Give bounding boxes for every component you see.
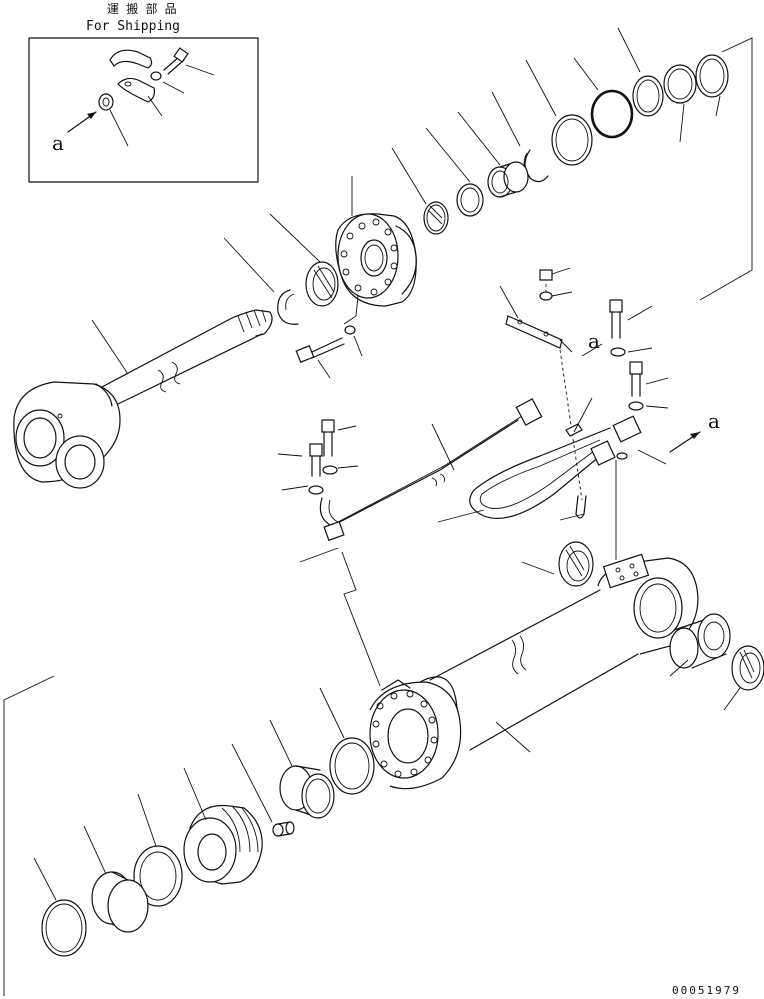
shipping-title-jp: 運 搬 部 品 xyxy=(107,1,177,16)
snap-ring-rod xyxy=(277,289,299,325)
hose-bracket xyxy=(505,315,563,349)
snap-ring-upper xyxy=(524,149,549,183)
tube-flange xyxy=(341,551,462,790)
pipe-flange-upper xyxy=(515,398,543,426)
shipping-box: 運 搬 部 品 For Shipping a xyxy=(28,1,259,183)
grouping-lines xyxy=(3,37,753,996)
tube-bushing xyxy=(558,541,594,587)
backup-ring-large xyxy=(551,114,593,166)
cushion-ring xyxy=(329,737,375,795)
clamp-half-upper xyxy=(109,49,153,69)
piston-rod xyxy=(13,213,339,489)
view-a-label-box: a xyxy=(52,131,64,155)
bolts-right xyxy=(609,299,669,411)
view-a-label-right: a xyxy=(708,409,720,433)
piston-pin xyxy=(272,823,284,837)
shipping-nut xyxy=(150,71,162,81)
head-bolt xyxy=(295,337,345,379)
pipe-assembly: a a xyxy=(299,329,720,563)
hose-bracket-group xyxy=(499,267,583,501)
drawing-number: 00051979 xyxy=(672,984,741,997)
tube-port-block xyxy=(602,553,650,589)
shipping-title-en: For Shipping xyxy=(86,19,180,34)
piston-seal xyxy=(41,899,87,957)
hose-flange xyxy=(590,440,616,466)
shipping-box-frame xyxy=(28,37,259,183)
bolts-left xyxy=(277,419,359,495)
loop-hose xyxy=(469,427,611,519)
piston-group xyxy=(33,687,375,957)
hose-block xyxy=(612,415,642,443)
wear-ring xyxy=(133,845,183,907)
end-seal xyxy=(731,645,764,691)
shipping-washer xyxy=(98,93,114,111)
end-bushing xyxy=(669,627,699,669)
ring-1 xyxy=(695,54,729,98)
bracket-nut xyxy=(539,269,553,281)
o-ring-large xyxy=(590,89,634,139)
cylinder-head xyxy=(335,176,417,357)
cylinder-tube xyxy=(419,541,764,753)
head-seals-row xyxy=(391,27,729,235)
bracket-washer xyxy=(539,291,553,301)
head-washer xyxy=(344,325,356,335)
ring-3 xyxy=(632,75,664,117)
shipping-bolt xyxy=(173,47,189,63)
pipe-flange-lower xyxy=(323,520,345,542)
view-a-label-upper: a xyxy=(588,329,600,353)
clamp-half-lower xyxy=(117,77,155,103)
ring-2 xyxy=(663,64,697,104)
